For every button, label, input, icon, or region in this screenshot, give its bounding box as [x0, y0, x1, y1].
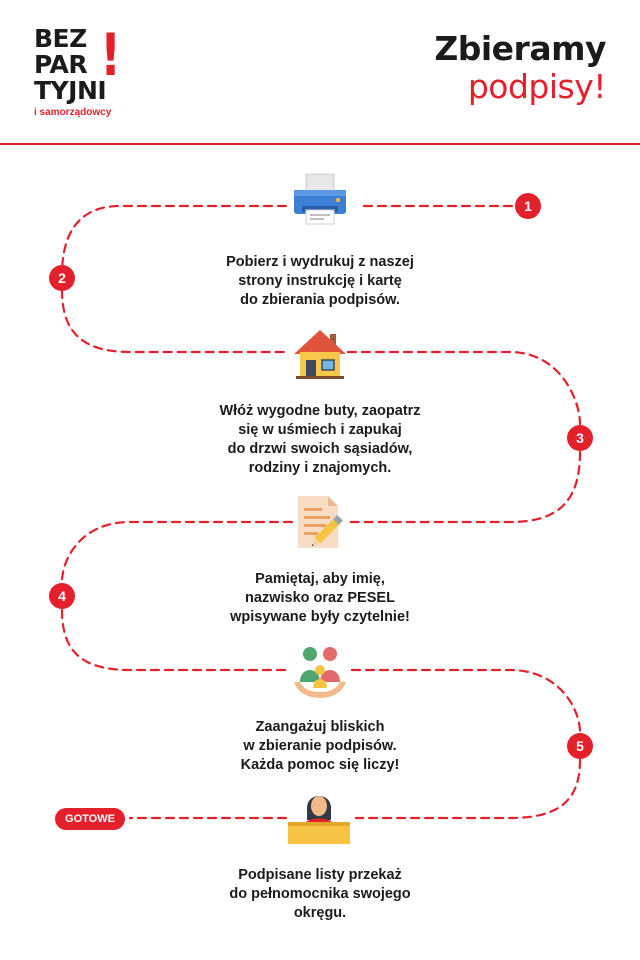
page-title-line-1: Zbieramy: [434, 29, 606, 68]
logo-line-1: BEZ: [34, 24, 87, 53]
person-desk-icon: [288, 796, 350, 844]
step-5-line-2: do pełnomocnika swojego: [229, 886, 411, 902]
house-icon: [294, 330, 346, 379]
step-3-line-3: wpisywane były czytelnie!: [230, 609, 410, 625]
step-4-line-2: w zbieranie podpisów.: [243, 738, 397, 754]
logo-line-3: TYJNI: [34, 76, 107, 105]
logo: BEZ PAR TYJNI ! i samorządowcy: [34, 26, 134, 121]
step-2-line-2: się w uśmiech i zapukaj: [238, 422, 402, 438]
step-2-text: Włóż wygodne buty, zaopatrz się w uśmiec…: [170, 402, 470, 478]
step-4-line-3: Każda pomoc się liczy!: [240, 757, 400, 773]
step-5-text: Podpisane listy przekaż do pełnomocnika …: [170, 866, 470, 923]
step-5-line-1: Podpisane listy przekaż: [238, 867, 402, 883]
page-title-line-2: podpisy!: [467, 66, 607, 106]
step-2-line-1: Włóż wygodne buty, zaopatrz: [219, 403, 421, 419]
final-badge: GOTOWE: [55, 808, 125, 830]
step-4-text: Zaangażuj bliskich w zbieranie podpisów.…: [170, 718, 470, 775]
family-icon: [294, 647, 346, 698]
step-2-line-4: rodziny i znajomych.: [248, 460, 392, 476]
page-title: Zbieramy podpisy!: [434, 30, 606, 106]
step-1-line-1: Pobierz i wydrukuj z naszej: [226, 254, 414, 270]
step-4-line-1: Zaangażuj bliskich: [255, 719, 385, 735]
step-5-line-3: okręgu.: [293, 905, 347, 921]
step-2-line-3: do drzwi swoich sąsiadów,: [227, 441, 413, 457]
step-marker-3: 3: [567, 425, 593, 451]
logo-exclamation: !: [100, 21, 122, 89]
printer-icon: [294, 173, 346, 225]
step-1-text: Pobierz i wydrukuj z naszej strony instr…: [170, 253, 470, 310]
step-1-line-2: strony instrukcję i kartę: [238, 273, 402, 289]
step-3-text: Pamiętaj, aby imię, nazwisko oraz PESEL …: [170, 570, 470, 627]
step-3-line-2: nazwisko oraz PESEL: [245, 590, 395, 606]
step-3-line-1: Pamiętaj, aby imię,: [255, 571, 385, 587]
header-divider: [0, 143, 640, 145]
step-marker-1: 1: [515, 193, 541, 219]
logo-line-2: PAR: [34, 50, 88, 79]
document-pencil-icon: [298, 496, 343, 548]
logo-subtitle: i samorządowcy: [34, 107, 112, 118]
step-marker-5: 5: [567, 733, 593, 759]
step-marker-4: 4: [49, 583, 75, 609]
step-1-line-3: do zbierania podpisów.: [240, 292, 400, 308]
step-marker-2: 2: [49, 265, 75, 291]
